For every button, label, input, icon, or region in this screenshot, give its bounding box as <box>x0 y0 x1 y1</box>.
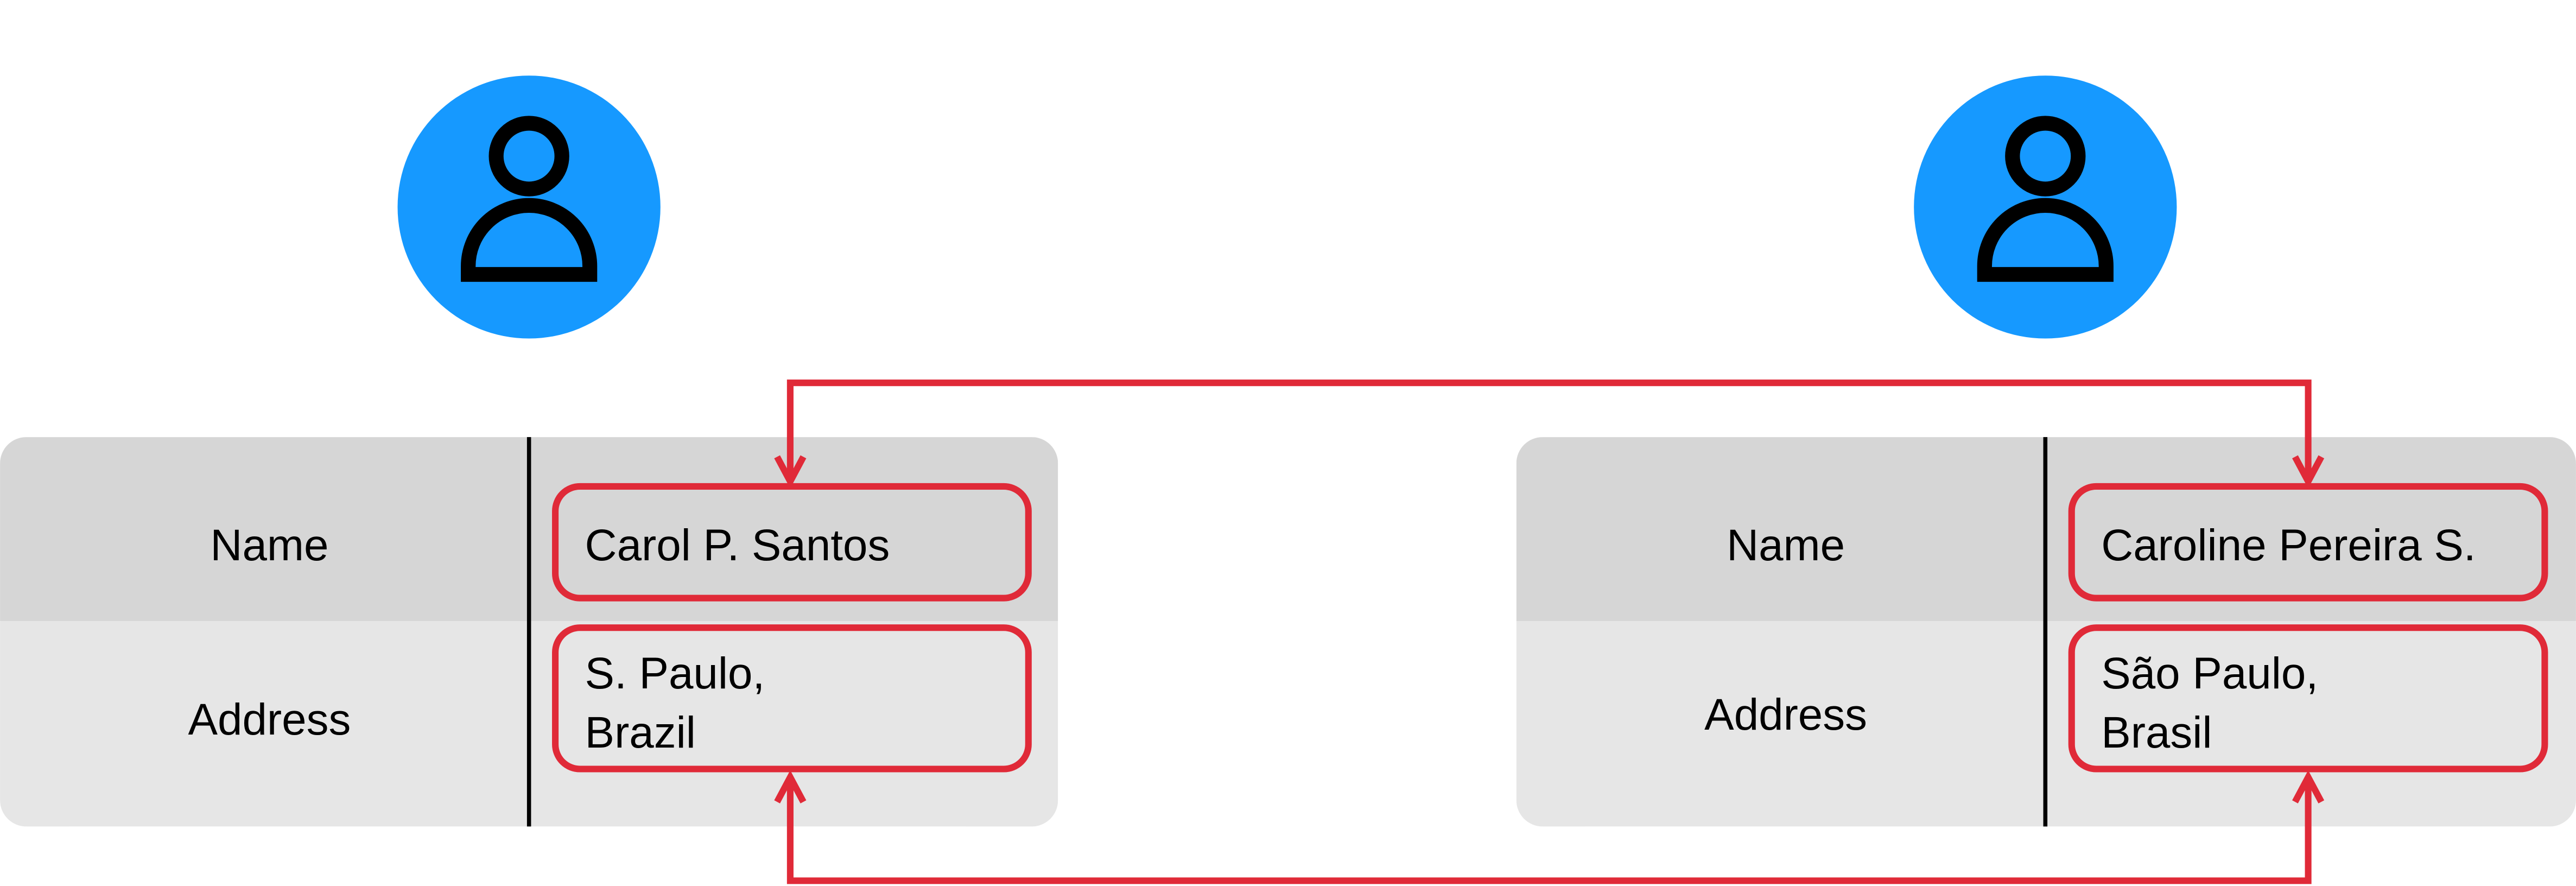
address-label: Address <box>188 695 351 744</box>
name-label: Name <box>210 521 328 570</box>
arrowhead-icon <box>774 770 807 803</box>
name-value: Carol P. Santos <box>585 521 890 570</box>
arrowhead-icon <box>774 455 807 489</box>
address-value-highlight <box>2068 624 2548 773</box>
address-label: Address <box>1704 690 1867 739</box>
name-link-connector <box>774 379 2325 489</box>
right-record-table: Name Address Caroline Pereira S. São Pau… <box>1516 437 2576 827</box>
left-record-table: Name Address Carol P. Santos S. Paulo, B… <box>0 437 1058 827</box>
name-value-highlight <box>552 483 1032 602</box>
name-value: Caroline Pereira S. <box>2101 521 2476 570</box>
address-line-2: Brazil <box>585 708 696 757</box>
name-label: Name <box>1727 521 1845 570</box>
left-avatar <box>397 75 661 339</box>
address-line-1: S. Paulo, <box>585 649 765 698</box>
arrowhead-icon <box>2292 770 2325 803</box>
user-icon <box>461 116 598 282</box>
address-value-highlight <box>552 624 1032 773</box>
address-link-connector <box>774 770 2325 884</box>
address-line-2: Brasil <box>2101 708 2212 757</box>
address-line-1: São Paulo, <box>2101 649 2318 698</box>
right-avatar <box>1914 75 2177 339</box>
user-icon <box>1977 116 2114 282</box>
arrowhead-icon <box>2292 455 2325 489</box>
